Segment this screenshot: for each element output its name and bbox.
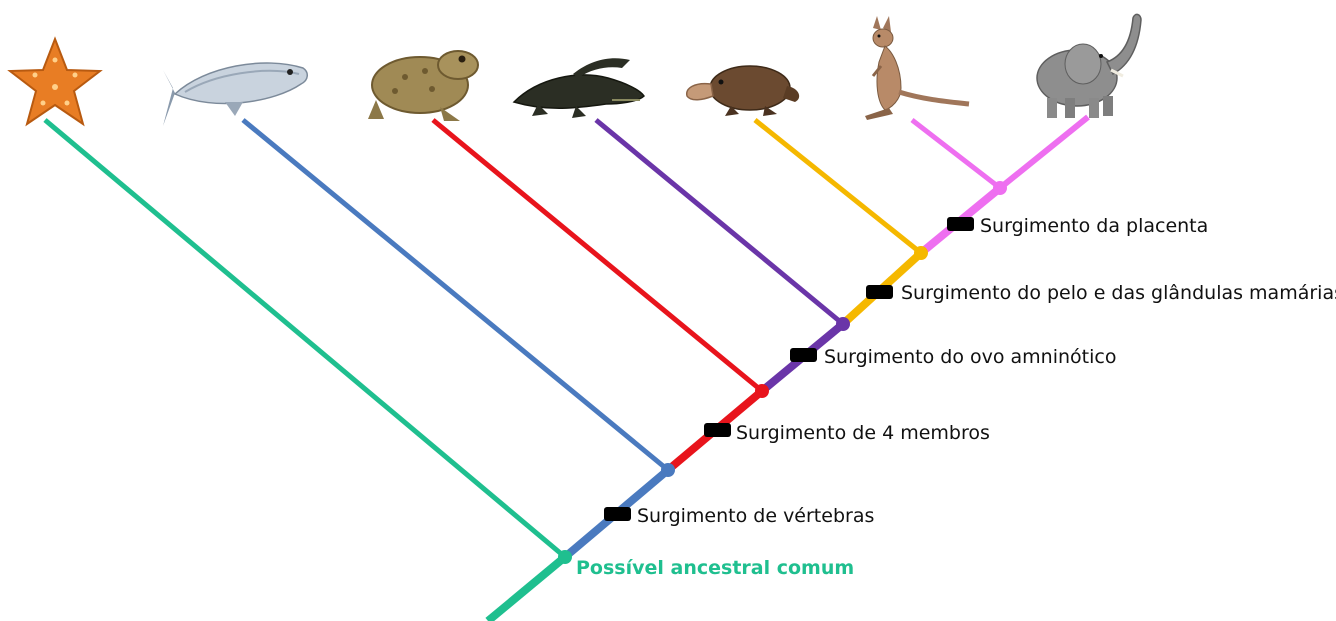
branches — [43, 114, 1090, 621]
node-ancestor — [558, 550, 572, 564]
node-amniotes — [836, 317, 850, 331]
trait-marker-4-membros — [704, 423, 731, 437]
trait-label-ovo: Surgimento do ovo amninótico — [824, 346, 1116, 368]
node-vertebrates — [661, 463, 675, 477]
branch-elephant — [998, 114, 1090, 191]
node-mammals — [914, 246, 928, 260]
branch-platypus — [753, 118, 923, 255]
node-placentals — [993, 181, 1007, 195]
trait-label-4-membros: Surgimento de 4 membros — [736, 422, 990, 444]
trait-marker-ovo — [790, 348, 817, 362]
trait-label-placenta: Surgimento da placenta — [980, 215, 1208, 237]
branch-alligator — [594, 118, 845, 326]
trait-markers — [604, 217, 974, 521]
nodes — [558, 181, 1007, 564]
trait-marker-pelo — [866, 285, 893, 299]
trait-marker-vertebras — [604, 507, 631, 521]
root-trunk — [485, 553, 568, 621]
branch-toad — [431, 118, 764, 393]
elephant-icon — [1036, 13, 1142, 118]
ancestor-label: Possível ancestral comum — [576, 557, 854, 579]
trait-marker-placenta — [947, 217, 974, 231]
trait-label-vertebras: Surgimento de vértebras — [637, 505, 874, 527]
toad-icon — [368, 50, 479, 121]
kangaroo-icon — [865, 16, 970, 120]
trait-label-pelo: Surgimento do pelo e das glândulas mamár… — [901, 282, 1336, 304]
starfish-icon — [7, 36, 103, 127]
fish-icon — [163, 62, 308, 126]
branch-starfish — [43, 118, 567, 559]
platypus-icon — [686, 65, 800, 116]
branch-fish — [241, 118, 670, 472]
alligator-icon — [512, 58, 645, 118]
branch-kangaroo — [910, 118, 1002, 190]
node-tetrapods — [755, 384, 769, 398]
